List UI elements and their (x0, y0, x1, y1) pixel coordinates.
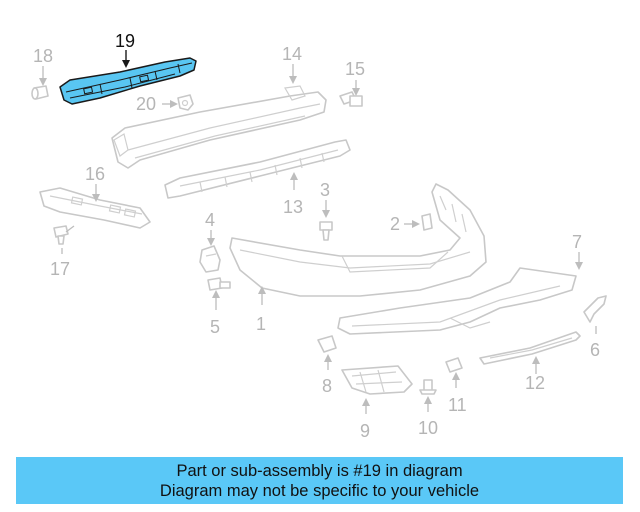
part-10[interactable]: 10 (418, 379, 438, 438)
callout-11: 11 (448, 395, 467, 415)
callout-18: 18 (33, 46, 53, 66)
part-12[interactable]: 12 (479, 331, 581, 393)
part-11[interactable]: 11 (445, 357, 467, 415)
callout-3: 3 (320, 180, 330, 200)
part-9[interactable]: 9 (341, 365, 413, 441)
callout-19: 19 (115, 31, 135, 51)
callout-6: 6 (590, 340, 600, 360)
part-8[interactable]: 8 (317, 335, 337, 396)
part-1[interactable]: 1 (229, 183, 487, 334)
part-20[interactable]: 20 (136, 94, 194, 114)
callout-12: 12 (525, 373, 545, 393)
part-19[interactable]: 19 (59, 31, 197, 105)
parts-diagram: 18 19 20 14 15 (31, 31, 607, 441)
callout-1: 1 (256, 314, 266, 334)
banner-line-2: Diagram may not be specific to your vehi… (159, 481, 480, 500)
part-3[interactable]: 3 (319, 180, 333, 241)
part-16[interactable]: 16 (39, 164, 151, 229)
part-5[interactable]: 5 (207, 277, 231, 337)
callout-4: 4 (205, 210, 215, 230)
callout-10: 10 (418, 418, 438, 438)
callout-15: 15 (345, 59, 365, 79)
callout-13: 13 (283, 197, 303, 217)
info-banner: Part or sub-assembly is #19 in diagram D… (16, 457, 623, 504)
part-15[interactable]: 15 (339, 59, 365, 107)
callout-14: 14 (282, 44, 302, 64)
callout-7: 7 (572, 232, 582, 252)
part-14[interactable]: 14 (111, 44, 327, 169)
callout-5: 5 (210, 317, 220, 337)
part-6[interactable]: 6 (583, 295, 607, 360)
callout-9: 9 (360, 421, 370, 441)
banner-line-1: Part or sub-assembly is #19 in diagram (176, 461, 463, 480)
part-18[interactable]: 18 (31, 46, 53, 100)
part-13[interactable]: 13 (164, 139, 351, 217)
callout-8: 8 (322, 376, 332, 396)
callout-20: 20 (136, 94, 156, 114)
part-2[interactable]: 2 (390, 213, 433, 234)
callout-16: 16 (85, 164, 105, 184)
part-17[interactable]: 17 (50, 225, 75, 279)
callout-2: 2 (390, 214, 400, 234)
part-4[interactable]: 4 (199, 210, 221, 273)
callout-17: 17 (50, 259, 70, 279)
part-7[interactable]: 7 (337, 232, 583, 335)
